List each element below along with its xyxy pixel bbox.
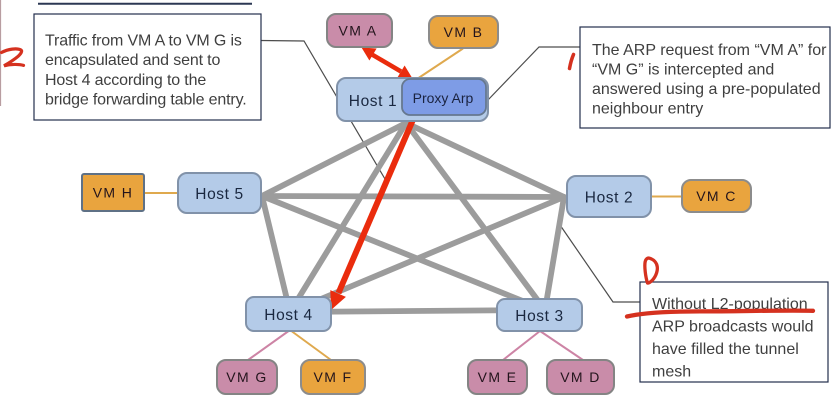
svg-text:Proxy Arp: Proxy Arp [413,90,474,106]
svg-text:The ARP request from “VM A” fo: The ARP request from “VM A” for [592,42,827,59]
svg-text:Host 1: Host 1 [349,93,397,110]
svg-text:VM H: VM H [93,185,134,201]
svg-text:Host 5: Host 5 [195,186,243,203]
svg-text:VM C: VM C [696,188,737,204]
svg-text:mesh: mesh [652,364,691,381]
svg-text:Host 4: Host 4 [264,307,312,324]
svg-text:VM D: VM D [560,369,601,385]
svg-text:Host 2: Host 2 [585,190,633,207]
svg-text:Host 4 according to the: Host 4 according to the [45,72,206,89]
svg-text:ARP broadcasts would: ARP broadcasts would [652,319,814,336]
svg-text:neighbour entry: neighbour entry [592,101,703,118]
svg-text:Host 3: Host 3 [515,308,563,325]
svg-text:have filled the tunnel: have filled the tunnel [652,341,799,358]
svg-text:“VM G” is intercepted and: “VM G” is intercepted and [592,62,774,79]
svg-text:VM B: VM B [444,24,484,40]
svg-text:VM A: VM A [338,23,377,39]
svg-text:encapsulated and sent to: encapsulated and sent to [45,52,220,69]
svg-text:answered using a pre-populated: answered using a pre-populated [592,81,821,98]
svg-text:bridge forwarding table entry.: bridge forwarding table entry. [45,92,247,109]
svg-text:VM F: VM F [313,369,352,385]
svg-text:Traffic from VM A to VM G is: Traffic from VM A to VM G is [45,33,242,50]
svg-text:VM G: VM G [226,369,267,385]
svg-text:VM E: VM E [478,369,518,385]
